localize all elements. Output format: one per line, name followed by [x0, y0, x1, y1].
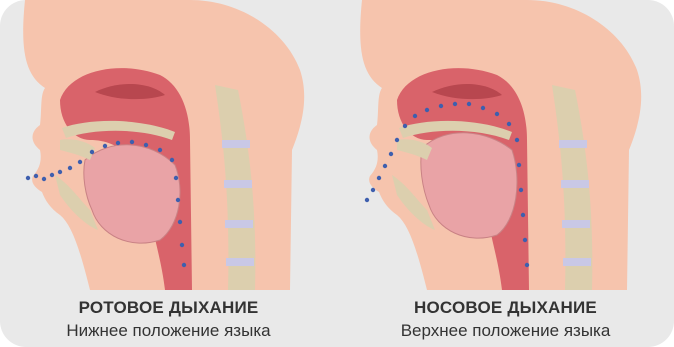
caption-title: РОТОВОЕ ДЫХАНИЕ	[0, 298, 337, 318]
nasal-breathing-illustration	[337, 0, 674, 290]
caption-subtitle: Верхнее положение языка	[337, 321, 674, 341]
mouth-breathing-panel: РОТОВОЕ ДЫХАНИЕ Нижнее положение языка	[0, 0, 337, 347]
mouth-breathing-illustration	[0, 0, 337, 290]
nasal-breathing-panel: НОСОВОЕ ДЫХАНИЕ Верхнее положение языка	[337, 0, 674, 347]
caption-title: НОСОВОЕ ДЫХАНИЕ	[337, 298, 674, 318]
caption-subtitle: Нижнее положение языка	[0, 321, 337, 341]
